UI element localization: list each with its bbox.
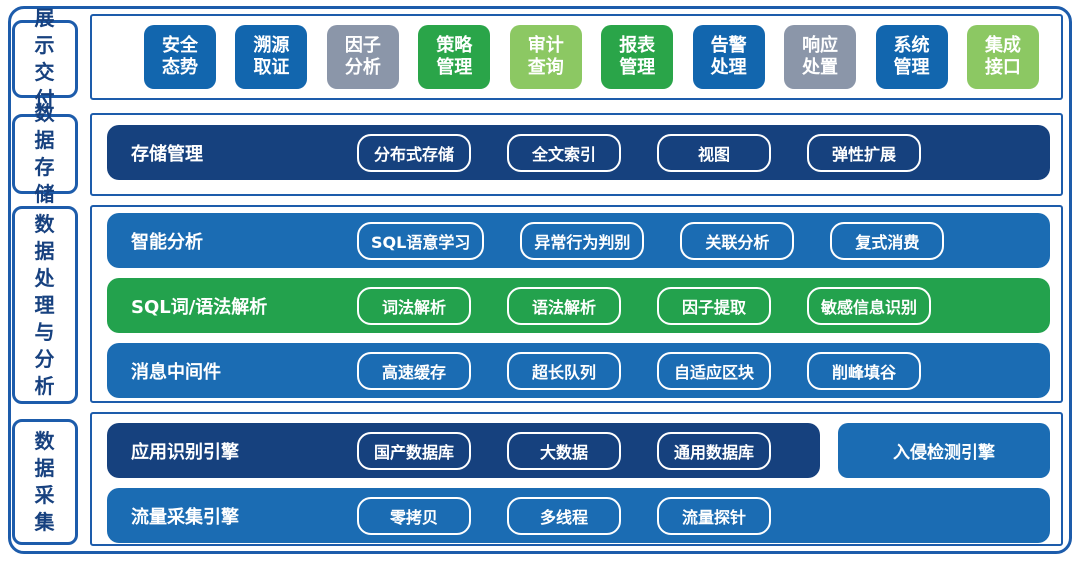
collection-row-1-title: 流量采集引擎	[131, 506, 239, 528]
section-label-storage: 数据存储	[12, 101, 78, 206]
processing-row-1-pill-1: 语法解析	[507, 286, 621, 325]
section-label-collection: 数据采集	[12, 419, 78, 545]
processing-row-0-pill-1: 异常行为判别	[520, 221, 645, 260]
processing-row-1-pill-3: 敏感信息识别	[807, 286, 932, 325]
intrusion-detection-engine-box: 入侵检测引擎	[838, 423, 1050, 478]
collection-row-0-wrap: 应用识别引擎 国产数据库大数据通用数据库 入侵检测引擎	[107, 423, 1061, 478]
storage-row-0-title: 存储管理	[131, 143, 203, 165]
storage-row-0-pill-3: 弹性扩展	[807, 133, 921, 172]
band-collection: 应用识别引擎 国产数据库大数据通用数据库 入侵检测引擎流量采集引擎 零拷贝多线程流量探…	[90, 412, 1063, 546]
storage-row-0-pill-0: 分布式存储	[357, 133, 471, 172]
display-tile-5: 报表管理	[601, 25, 674, 89]
processing-row-2-pill-3: 削峰填谷	[807, 351, 921, 390]
collection-row-0-bar: 应用识别引擎 国产数据库大数据通用数据库	[107, 423, 820, 478]
processing-row-2-pill-2: 自适应区块	[657, 351, 771, 390]
collection-row-0-title: 应用识别引擎	[131, 441, 239, 463]
display-tile-2: 因子分析	[326, 25, 399, 89]
processing-row-2-pills: 高速缓存超长队列自适应区块削峰填谷	[357, 351, 921, 390]
collection-row-1-pill-0: 零拷贝	[357, 496, 471, 535]
band-processing: 智能分析 SQL语意学习异常行为判别关联分析复式消费 SQL词/语法解析 词法解析语法…	[90, 205, 1063, 403]
display-tile-3: 策略管理	[418, 25, 491, 89]
display-tile-7: 响应处置	[784, 25, 857, 89]
storage-row-0-bar: 存储管理 分布式存储全文索引视图弹性扩展	[107, 125, 1050, 180]
collection-row-0-pill-1: 大数据	[507, 431, 621, 470]
storage-row-0-pill-2: 视图	[657, 133, 771, 172]
collection-row-0-pills: 国产数据库大数据通用数据库	[357, 431, 771, 470]
storage-row-0-pills: 分布式存储全文索引视图弹性扩展	[357, 133, 921, 172]
processing-row-2-bar: 消息中间件 高速缓存超长队列自适应区块削峰填谷	[107, 343, 1050, 398]
display-tile-4: 审计查询	[509, 25, 582, 89]
processing-row-2-pill-0: 高速缓存	[357, 351, 471, 390]
processing-row-0-pill-0: SQL语意学习	[357, 221, 485, 260]
section-label-display: 展示交付	[12, 6, 78, 111]
collection-row-0-pill-2: 通用数据库	[657, 431, 771, 470]
processing-row-1-title: SQL词/语法解析	[131, 296, 268, 318]
section-label-processing: 数据处理与分析	[12, 206, 78, 404]
processing-row-1-pills: 词法解析语法解析因子提取敏感信息识别	[357, 286, 932, 325]
display-tile-9: 集成接口	[966, 25, 1039, 89]
diagram-frame	[8, 6, 1072, 554]
band-display: 安全态势溯源取证因子分析策略管理审计查询报表管理告警处理响应处置系统管理集成接口	[90, 14, 1063, 100]
processing-row-2-title: 消息中间件	[131, 361, 221, 383]
collection-row-1-bar: 流量采集引擎 零拷贝多线程流量探针	[107, 488, 1050, 543]
processing-row-1-pill-2: 因子提取	[657, 286, 771, 325]
display-tile-8: 系统管理	[875, 25, 948, 89]
collection-row-1-pill-1: 多线程	[507, 496, 621, 535]
processing-row-2-pill-1: 超长队列	[507, 351, 621, 390]
display-tile-6: 告警处理	[692, 25, 765, 89]
band-storage: 存储管理 分布式存储全文索引视图弹性扩展	[90, 113, 1063, 196]
processing-row-1-pill-0: 词法解析	[357, 286, 471, 325]
display-tile-0: 安全态势	[144, 25, 216, 89]
storage-row-0-pill-1: 全文索引	[507, 133, 621, 172]
collection-row-0-pill-0: 国产数据库	[357, 431, 471, 470]
collection-row-1-pills: 零拷贝多线程流量探针	[357, 496, 771, 535]
collection-row-1-pill-2: 流量探针	[657, 496, 771, 535]
display-tile-1: 溯源取证	[235, 25, 308, 89]
processing-row-0-pill-3: 复式消费	[830, 221, 945, 260]
processing-row-0-title: 智能分析	[131, 231, 203, 253]
processing-row-0-bar: 智能分析 SQL语意学习异常行为判别关联分析复式消费	[107, 213, 1050, 268]
processing-row-0-pill-2: 关联分析	[680, 221, 795, 260]
processing-row-0-pills: SQL语意学习异常行为判别关联分析复式消费	[357, 221, 945, 260]
processing-row-1-bar: SQL词/语法解析 词法解析语法解析因子提取敏感信息识别	[107, 278, 1050, 333]
